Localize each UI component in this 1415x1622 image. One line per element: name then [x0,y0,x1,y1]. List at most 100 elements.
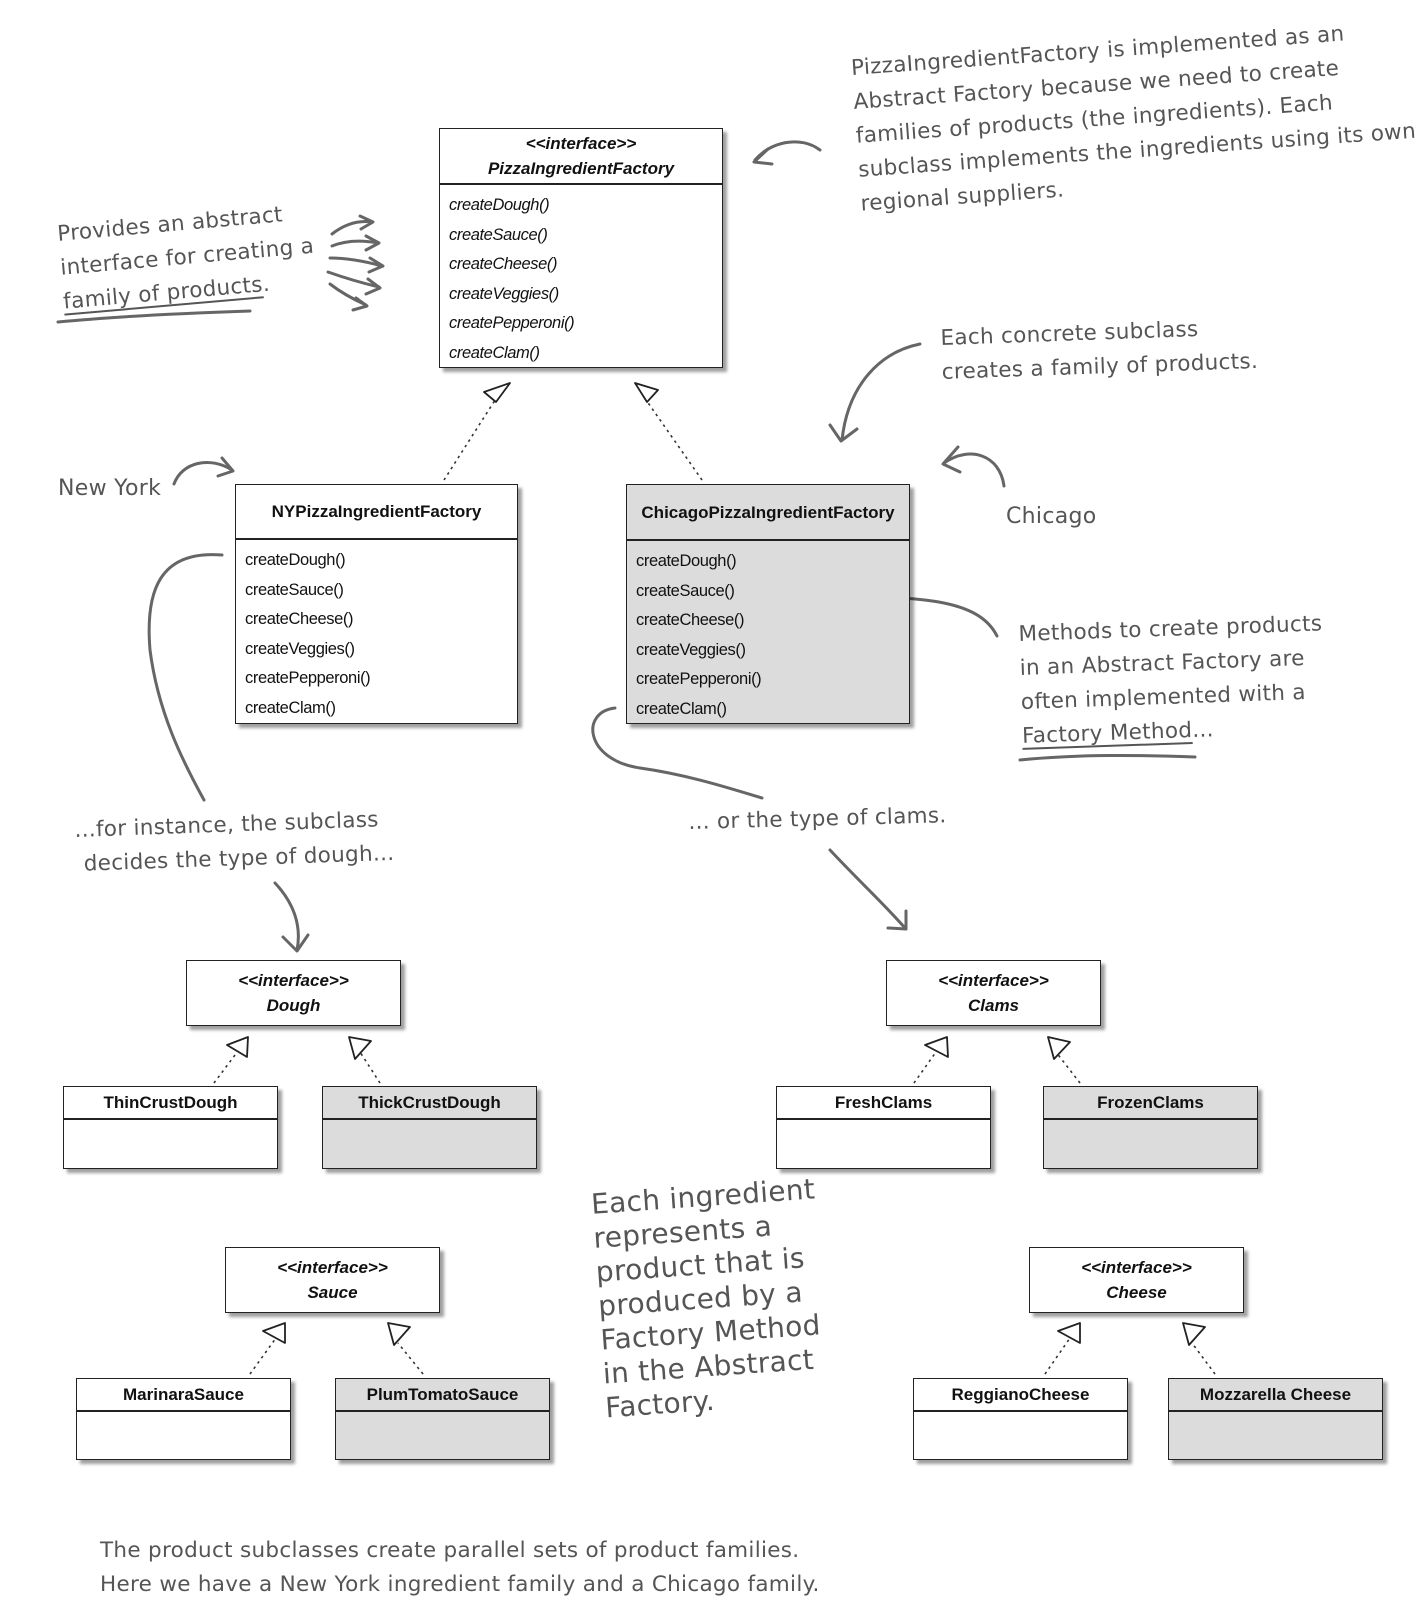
stereotype-label: <<interface>> [238,971,349,990]
note-product-families: The product subclasses create parallel s… [100,1538,820,1597]
method-item: createVeggies() [449,284,559,303]
class-name: FreshClams [834,1093,933,1112]
realization-thincrust-to-dough [213,1046,242,1084]
realization-marinara-to-sauce [249,1337,277,1375]
stereotype-label: <<interface>> [525,134,637,153]
inheritance-triangle-thickcrust [348,1036,372,1060]
class-marinara-sauce[interactable]: MarinaraSauce [76,1378,291,1460]
class-name: Clams [967,996,1020,1015]
method-item: createSauce() [636,581,735,600]
stereotype-label: <<interface>> [1081,1258,1192,1277]
class-reggiano-cheese[interactable]: ReggianoCheese [913,1378,1128,1460]
curve-dough-link [147,553,224,802]
class-chicago-pizza-ingredient-factory[interactable]: ChicagoPizzaIngredientFactory createDoug… [626,484,910,724]
arrow-clam-note-to-clams [828,848,907,930]
class-ny-pizza-ingredient-factory[interactable]: NYPizzaIngredientFactory createDough() c… [235,484,518,724]
inheritance-triangle-thincrust [226,1036,249,1058]
realization-ny-to-abstract [443,396,498,481]
class-plum-tomato-sauce[interactable]: PlumTomatoSauce [335,1378,550,1460]
class-name: ThickCrustDough [358,1093,501,1112]
class-name: Mozzarella Cheese [1199,1385,1352,1404]
class-header: NYPizzaIngredientFactory [236,485,517,540]
inheritance-triangle-chicago [634,382,659,403]
class-mozzarella-cheese[interactable]: Mozzarella Cheese [1168,1378,1383,1460]
class-name: ChicagoPizzaIngredientFactory [641,502,895,522]
inheritance-triangle-marinara [262,1322,286,1344]
arrow-dough-note-to-dough [273,881,300,952]
class-pizza-ingredient-factory[interactable]: <<interface>> PizzaIngredientFactory cre… [439,128,723,368]
method-item: createSauce() [245,580,344,599]
class-name: Sauce [307,1283,358,1302]
note-factory-method: Methods to create products in an Abstrac… [1018,611,1323,749]
method-list: createDough() createSauce() createCheese… [440,185,722,369]
class-header: ThickCrustDough [323,1087,536,1120]
realization-frozenclams-to-clams [1055,1051,1081,1084]
note-concrete-subclass: Each concrete subclass creates a family … [940,316,1259,385]
realization-mozzarella-to-cheese [1191,1342,1216,1375]
inheritance-triangle-reggiano [1057,1322,1081,1344]
interface-sauce[interactable]: <<interface>> Sauce [225,1247,440,1313]
interface-clams[interactable]: <<interface>> Clams [886,960,1101,1026]
arrow-newyork-to-ny-factory [172,461,234,486]
arrow-note-to-chicago-factory-head [828,423,859,443]
arrow-note-to-abstract-factory-head [752,147,774,166]
underline-family-of-products [56,309,252,324]
class-name: MarinaraSauce [123,1385,244,1404]
method-item: createPepperoni() [245,669,371,688]
method-item: createClam() [636,699,727,718]
class-header: FrozenClams [1044,1087,1257,1120]
method-item: createDough() [636,552,737,570]
class-frozen-clams[interactable]: FrozenClams [1043,1086,1258,1169]
class-header: <<interface>> Clams [887,961,1100,1025]
class-name: PizzaIngredientFactory [487,159,675,178]
inheritance-triangle-freshclams [924,1036,949,1058]
class-header: ChicagoPizzaIngredientFactory [627,485,909,541]
class-header: <<interface>> Sauce [226,1248,439,1312]
method-list: createDough() createSauce() createCheese… [236,540,517,724]
note-clam-type: ... or the type of clams. [688,803,947,835]
class-header: Mozzarella Cheese [1169,1379,1382,1412]
class-name: Cheese [1106,1283,1167,1302]
arrow-chicago-to-chicago-factory [942,452,1006,488]
stereotype-label: <<interface>> [938,971,1049,990]
realization-reggiano-to-cheese [1044,1337,1071,1375]
method-item: createClam() [449,343,540,362]
class-fresh-clams[interactable]: FreshClams [776,1086,991,1169]
arrow-chicago-to-chicago-factory-head [941,445,962,474]
note-dough-type: ...for instance, the subclass decides th… [74,807,395,877]
class-header: ThinCrustDough [64,1087,277,1120]
class-name: ThinCrustDough [103,1093,238,1112]
note-chicago: Chicago [1006,504,1097,529]
class-header: <<interface>> PizzaIngredientFactory [440,129,722,185]
class-header: ReggianoCheese [914,1379,1127,1412]
realization-freshclams-to-clams [913,1051,937,1084]
underline-factory-method [1018,753,1197,762]
class-header: <<interface>> Dough [187,961,400,1025]
class-name: FrozenClams [1097,1093,1204,1112]
arrow-newyork-to-ny-factory-head [216,456,235,478]
class-thick-crust-dough[interactable]: ThickCrustDough [322,1086,537,1169]
method-item: createVeggies() [245,639,355,658]
class-thin-crust-dough[interactable]: ThinCrustDough [63,1086,278,1169]
class-header: MarinaraSauce [77,1379,290,1412]
method-list: createDough() createSauce() createCheese… [627,541,909,725]
inheritance-triangle-frozenclams [1047,1036,1071,1060]
class-name: Dough [266,996,321,1015]
note-new-york: New York [58,476,162,501]
inheritance-triangle-mozzarella [1182,1322,1206,1346]
method-item: createPepperoni() [636,670,762,689]
class-header: FreshClams [777,1087,990,1120]
method-item: createDough() [449,196,550,214]
inheritance-triangle-plumtomato [387,1322,411,1346]
class-name: ReggianoCheese [951,1385,1090,1404]
method-item: createCheese() [245,610,354,629]
inheritance-triangle-ny [483,382,511,403]
method-item: createSauce() [449,225,548,244]
arrow-clam-note-to-clams-head [886,909,908,931]
class-header: PlumTomatoSauce [336,1379,549,1412]
method-item: createClam() [245,698,336,717]
interface-dough[interactable]: <<interface>> Dough [186,960,401,1026]
realization-plumtomato-to-sauce [397,1342,424,1375]
interface-cheese[interactable]: <<interface>> Cheese [1029,1247,1244,1313]
method-item: createCheese() [449,255,558,274]
